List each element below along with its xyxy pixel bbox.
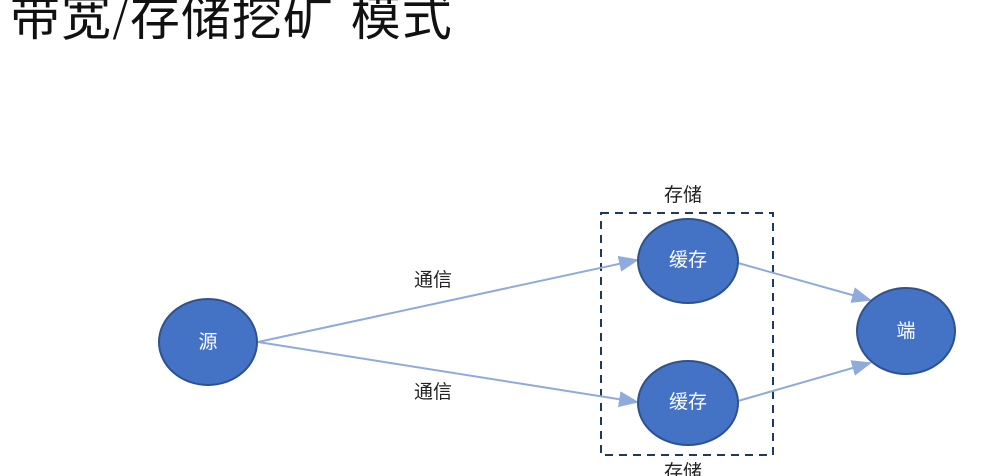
node-source-label: 源 [198,331,217,353]
edge-source-to-cache-bottom [257,341,639,408]
node-end-label: 端 [896,320,915,342]
storage-group-box [600,212,774,456]
edge-cache-top-to-end [737,262,872,303]
edge-cache-bottom-to-end [737,360,872,402]
edge-label-comm-top: 通信 [414,269,452,291]
edge-source-to-cache-top [257,255,639,343]
edge-label-comm-bottom: 通信 [414,381,452,403]
node-cache-bottom-label: 缓存 [669,391,707,413]
node-cache-top [637,218,739,304]
node-end [856,287,956,375]
node-source [158,298,258,386]
page-title: 带宽/存储挖矿 模式 [10,0,453,47]
storage-label-top: 存储 [664,184,702,206]
node-cache-top-label: 缓存 [669,249,707,271]
node-cache-bottom [637,360,739,446]
storage-label-bottom: 存储 [664,461,702,476]
